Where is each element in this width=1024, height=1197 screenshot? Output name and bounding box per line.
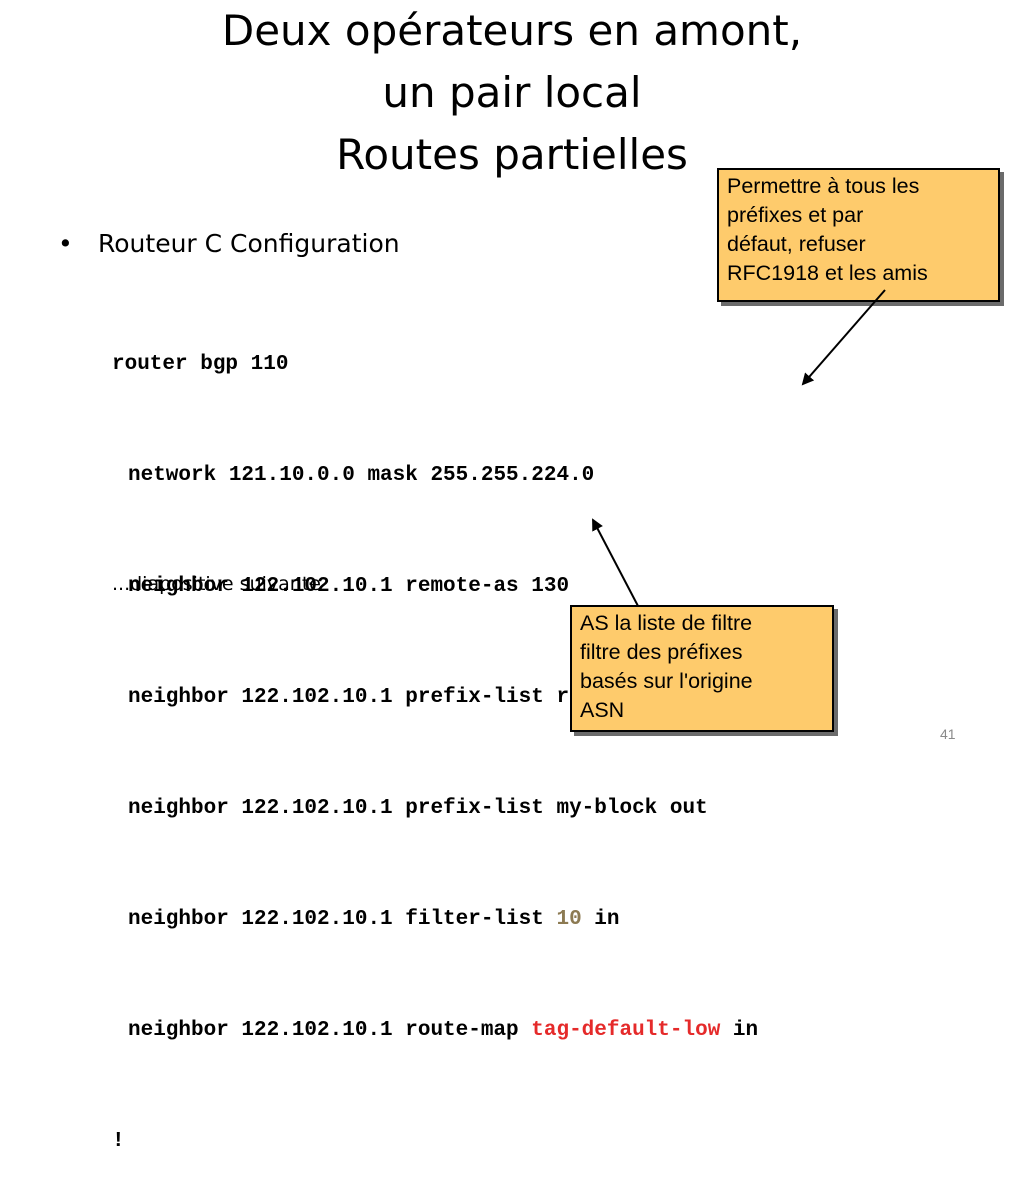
arrow-to-prefix-list	[801, 289, 886, 386]
page-number: 41	[940, 726, 956, 742]
arrow-to-filter-list	[592, 518, 639, 607]
callout-top-line-4: RFC1918 et les amis	[727, 261, 928, 285]
callout-prefix-list-note: Permettre à tous les préfixes et par déf…	[717, 168, 1000, 302]
callout-arrows	[592, 289, 886, 607]
title-line-2: un pair local	[382, 68, 642, 117]
callout-bottom-line-3: basés sur l'origine	[580, 669, 753, 693]
code-line-7-text: neighbor 122.102.10.1 route-map	[128, 1019, 532, 1042]
code-line-8: !	[112, 1130, 125, 1153]
code-line-1: router bgp 110	[112, 353, 289, 376]
code-line-2: network 121.10.0.0 mask 255.255.224.0	[128, 464, 595, 487]
callout-bottom-line-2: filtre des préfixes	[580, 640, 743, 664]
filter-list-number: 10	[556, 908, 582, 931]
slide-title: Deux opérateurs en amont, un pair local …	[0, 0, 1024, 186]
title-line-3: Routes partielles	[336, 130, 688, 179]
code-line-6-suffix: in	[581, 908, 620, 931]
code-line-7: neighbor 122.102.10.1 route-map tag-defa…	[112, 1012, 821, 1049]
code-line-6: neighbor 122.102.10.1 filter-list 10 in	[112, 901, 821, 938]
bullet-symbol: •	[58, 229, 73, 258]
route-map-name: tag-default-low	[531, 1019, 721, 1042]
callout-bottom-line-4: ASN	[580, 698, 625, 722]
code-line-3: neighbor 122.102.10.1 remote-as 130	[128, 575, 570, 598]
next-slide-note: ...diapositive suivante	[112, 573, 321, 595]
code-line-6-text: neighbor 122.102.10.1 filter-list	[128, 908, 557, 931]
title-line-1: Deux opérateurs en amont,	[221, 6, 803, 55]
callout-filter-list-note: AS la liste de filtre filtre des préfixe…	[570, 605, 834, 732]
callout-top-line-2: préfixes et par	[727, 203, 864, 227]
callout-top-line-1: Permettre à tous les	[727, 174, 920, 198]
code-line-5: neighbor 122.102.10.1 prefix-list my-blo…	[128, 797, 708, 820]
callout-bottom-line-1: AS la liste de filtre	[580, 611, 753, 635]
code-line-7-suffix: in	[720, 1019, 759, 1042]
callout-top-line-3: défaut, refuser	[727, 232, 866, 256]
bullet-text: Routeur C Configuration	[98, 229, 400, 258]
bullet-item: • Routeur C Configuration	[58, 229, 400, 258]
